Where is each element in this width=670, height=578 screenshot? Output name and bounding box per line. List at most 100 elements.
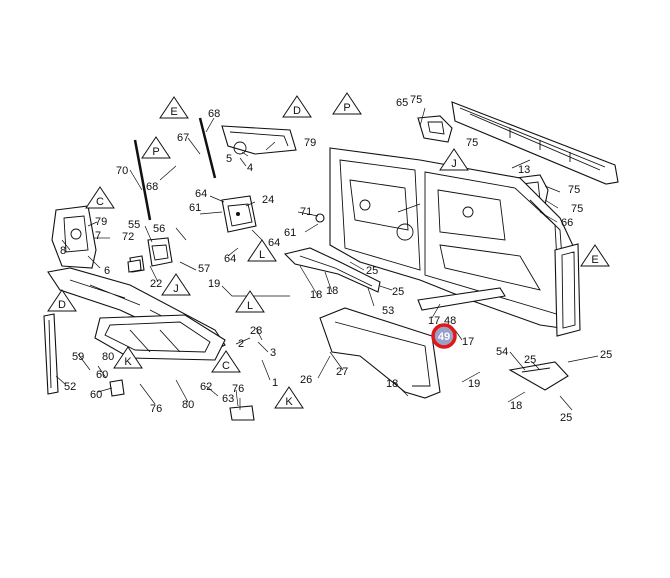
callout-18d: 18 <box>386 378 398 390</box>
svg-text:P: P <box>152 146 159 158</box>
callout-24: 24 <box>262 194 274 206</box>
callout-17a: 17 <box>428 315 440 327</box>
callout-13: 13 <box>518 164 530 176</box>
highlight-ring <box>431 323 457 349</box>
callout-70: 70 <box>116 165 128 177</box>
callout-5: 5 <box>226 153 232 165</box>
callout-75b: 75 <box>466 137 478 149</box>
bracket-63 <box>229 405 255 421</box>
svg-text:E: E <box>170 106 177 118</box>
svg-text:L: L <box>259 249 265 261</box>
callout-25a: 25 <box>366 265 378 277</box>
callout-72: 72 <box>122 231 134 243</box>
callout-61b: 61 <box>284 227 296 239</box>
callout-60a: 60 <box>96 369 108 381</box>
bracket-60 <box>109 379 125 397</box>
callout-19a: 19 <box>208 278 220 290</box>
view-marker-k-lower: K <box>274 386 304 409</box>
highlighted-callout[interactable]: 49 <box>431 323 457 349</box>
callout-62: 62 <box>200 381 212 393</box>
view-marker-p-left: P <box>141 136 171 159</box>
callout-6: 6 <box>104 265 110 277</box>
view-marker-l-lower: L <box>235 290 265 313</box>
latch-plate <box>51 205 97 269</box>
bracket-22 <box>127 259 142 273</box>
callout-3: 3 <box>270 347 276 359</box>
callout-75c: 75 <box>568 184 580 196</box>
part-drawings <box>43 101 619 421</box>
highlighted-callout-label: 49 <box>438 331 450 343</box>
view-marker-d-top: D <box>282 95 312 118</box>
callout-25e: 25 <box>560 412 572 424</box>
small-bracket-75 <box>417 115 453 143</box>
view-marker-j-left: J <box>161 273 191 296</box>
callout-2: 2 <box>238 338 244 350</box>
callout-64a: 64 <box>195 188 207 200</box>
view-marker-e-top: E <box>159 96 189 119</box>
lower-left-frame <box>94 314 226 361</box>
callout-79b: 79 <box>95 216 107 228</box>
svg-text:L: L <box>247 300 253 312</box>
view-marker-j-top: J <box>439 148 469 171</box>
callout-18a: 18 <box>310 289 322 301</box>
svg-text:P: P <box>343 102 350 114</box>
callout-75a: 75 <box>410 94 422 106</box>
callout-52: 52 <box>64 381 76 393</box>
bracket-54 <box>508 361 569 391</box>
view-marker-c-lower: C <box>211 350 241 373</box>
svg-text:E: E <box>591 254 598 266</box>
svg-text:J: J <box>173 283 179 295</box>
callout-labels: 65 75 75 68 67 79 70 68 4 5 13 75 75 66 … <box>60 94 612 424</box>
end-cap-right <box>554 243 581 337</box>
callout-65: 65 <box>396 97 408 109</box>
callout-53: 53 <box>382 305 394 317</box>
callout-60b: 60 <box>90 389 102 401</box>
callout-67: 67 <box>177 132 189 144</box>
callout-18c: 18 <box>510 400 522 412</box>
view-marker-d-left: D <box>47 289 77 312</box>
callout-63: 63 <box>222 393 234 405</box>
callout-1: 1 <box>272 377 278 389</box>
callout-7: 7 <box>95 230 101 242</box>
svg-text:C: C <box>222 360 230 372</box>
hinge <box>221 125 297 155</box>
callout-56: 56 <box>153 223 165 235</box>
callout-68b: 68 <box>146 181 158 193</box>
callout-25c: 25 <box>524 354 536 366</box>
callout-55: 55 <box>128 219 140 231</box>
callout-75d: 75 <box>571 203 583 215</box>
callout-28: 28 <box>250 325 262 337</box>
view-markers: E P D J C E L J <box>47 92 610 409</box>
callout-54: 54 <box>496 346 508 358</box>
vertical-post <box>43 313 59 395</box>
bracket-24 <box>221 195 257 233</box>
callout-80a: 80 <box>102 351 114 363</box>
callout-17b: 17 <box>462 336 474 348</box>
callout-26: 26 <box>300 374 312 386</box>
svg-text:K: K <box>285 396 293 408</box>
trim-panel <box>319 307 441 399</box>
callout-76a: 76 <box>232 383 244 395</box>
lower-rail-53 <box>283 247 381 293</box>
callout-27: 27 <box>336 366 348 378</box>
svg-text:J: J <box>451 158 457 170</box>
callout-64c: 64 <box>224 253 236 265</box>
callout-59: 59 <box>72 351 84 363</box>
support-rods <box>133 117 217 221</box>
callout-18b: 18 <box>326 285 338 297</box>
callout-71: 71 <box>300 206 312 218</box>
svg-text:K: K <box>124 356 132 368</box>
svg-text:D: D <box>293 105 301 117</box>
svg-text:D: D <box>58 299 66 311</box>
callout-80b: 80 <box>182 399 194 411</box>
callout-76b: 76 <box>150 403 162 415</box>
view-marker-p-top: P <box>332 92 362 115</box>
callout-64b: 64 <box>268 237 280 249</box>
callout-4: 4 <box>247 162 253 174</box>
callout-8: 8 <box>60 245 66 257</box>
view-marker-l-mid: L <box>247 239 277 262</box>
svg-text:C: C <box>96 196 104 208</box>
callout-22: 22 <box>150 278 162 290</box>
top-rail <box>451 101 619 185</box>
